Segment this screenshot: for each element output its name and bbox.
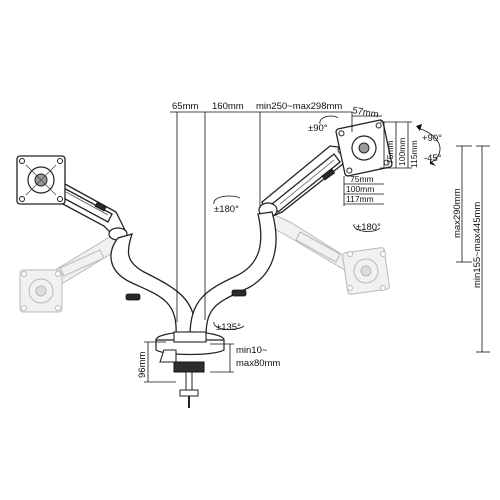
label-height-max: max290mm (452, 188, 463, 238)
rotation-arcs (213, 115, 381, 330)
label-65mm: 65mm (172, 101, 198, 112)
label-rot-135: ±135° (216, 322, 241, 333)
label-rot-180-right: ±180° (356, 222, 381, 233)
central-pole (110, 211, 277, 337)
vesa-dimensions (343, 121, 412, 206)
label-vesa-100-v: 100mm (397, 138, 407, 166)
label-vesa-100-h: 100mm (346, 184, 374, 194)
label-rot-180-left: ±180° (214, 204, 239, 215)
label-height-range: min155~max445mm (472, 202, 483, 288)
label-clamp-range-1: min10~ (236, 345, 268, 356)
label-57mm: 57mm (351, 105, 379, 120)
base-clamp (155, 331, 225, 408)
clamp-dimensions (144, 341, 234, 383)
label-reach: min250~max298mm (256, 101, 342, 112)
top-dimensions (170, 111, 382, 322)
label-rot-90: ±90° (308, 123, 328, 134)
label-vesa-75-v: 75mm (385, 140, 395, 164)
label-160mm: 160mm (212, 101, 244, 112)
height-dimensions (456, 145, 490, 353)
label-tilt-up: +90° (422, 133, 442, 144)
label-vesa-115-v: 115mm (409, 140, 419, 168)
label-vesa-75-h: 75mm (350, 174, 374, 184)
label-vesa-117-h: 117mm (346, 194, 374, 204)
tilt-indicator (416, 124, 441, 166)
right-vesa-plate (335, 119, 393, 177)
label-clamp-height: 96mm (137, 352, 148, 378)
right-arm (258, 145, 349, 219)
ghost-right-arm (261, 211, 390, 295)
ghost-left-arm (19, 234, 125, 313)
label-clamp-range-2: max80mm (236, 358, 280, 369)
left-vesa-plate (16, 155, 66, 205)
label-tilt-down: -45° (424, 153, 442, 164)
